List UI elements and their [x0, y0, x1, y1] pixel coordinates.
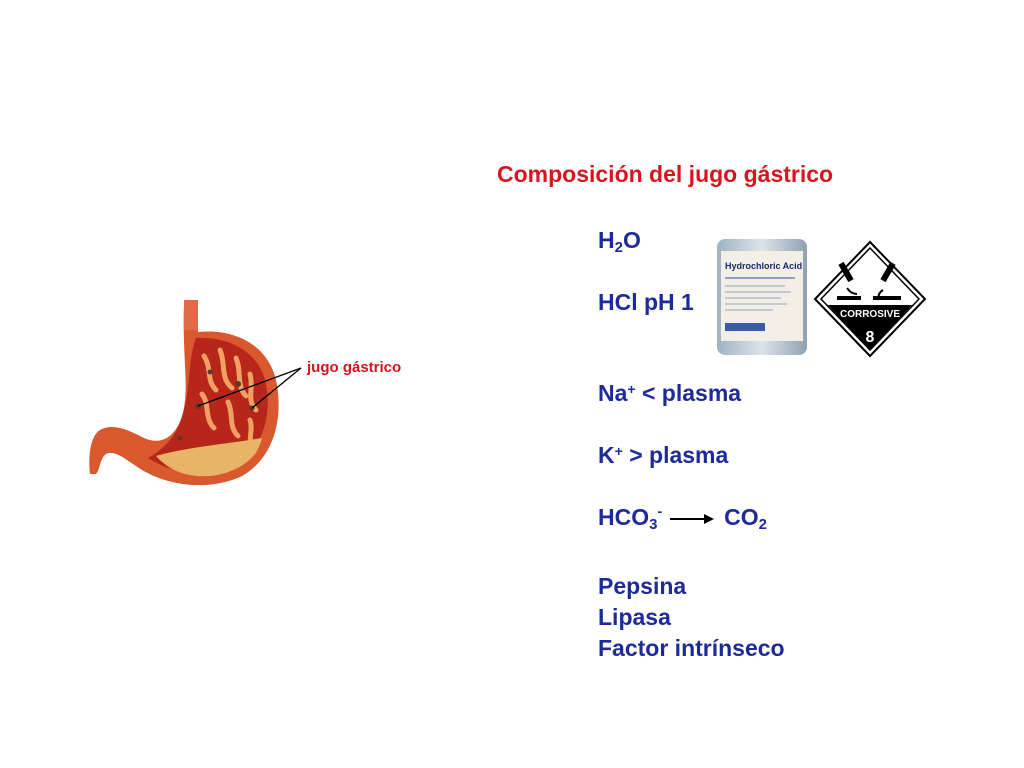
svg-text:8: 8 [866, 329, 875, 346]
sodium-item: Na+ < plasma [598, 380, 742, 406]
reaction-arrow-icon [670, 513, 715, 524]
enzyme-item-pepsina: Pepsina [598, 573, 687, 599]
gastric-juice-label: jugo gástrico [307, 359, 402, 376]
bicarbonate-item: HCO3-CO2 [598, 503, 767, 533]
svg-text:CORROSIVE: CORROSIVE [840, 309, 900, 320]
potassium-item: K+ > plasma [598, 442, 729, 468]
enzyme-item-lipasa: Lipasa [598, 604, 671, 630]
stomach-illustration [89, 300, 302, 486]
hcl-item: HCl pH 1 [598, 289, 694, 315]
svg-text:Hydrochloric Acid: Hydrochloric Acid [725, 261, 802, 271]
enzyme-item-factor: Factor intrínseco [598, 635, 785, 661]
corrosive-hazard-icon: CORROSIVE 8 [813, 240, 927, 358]
water-item: H2O [598, 227, 641, 256]
slide-title: Composición del jugo gástrico [497, 161, 834, 187]
hydrochloric-acid-bottle: Hydrochloric Acid [717, 239, 807, 355]
